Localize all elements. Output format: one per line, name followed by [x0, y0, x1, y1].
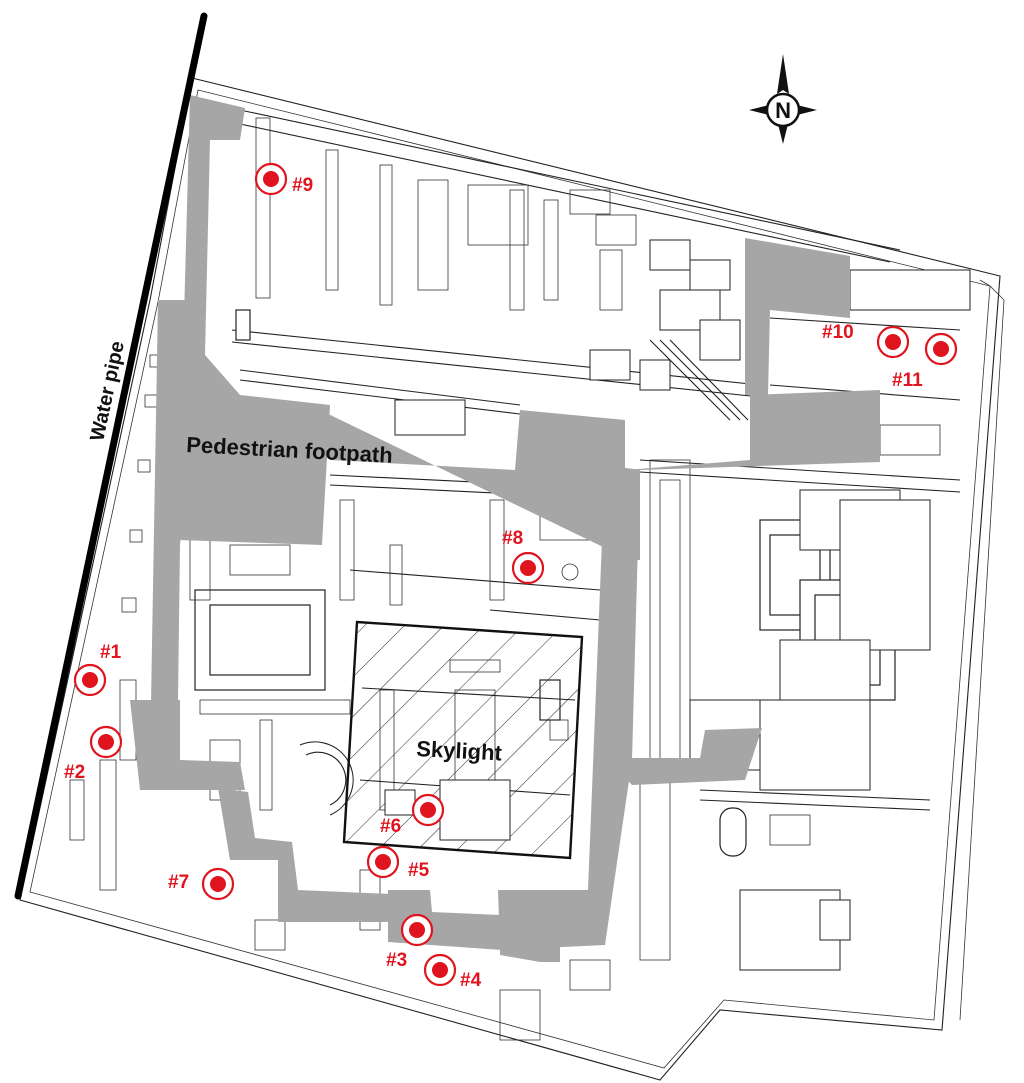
bullseye-marker-icon [423, 953, 457, 987]
marker-label-4: #4 [460, 970, 482, 991]
bullseye-marker-icon [411, 793, 445, 827]
marker-label-7: #7 [168, 872, 189, 893]
water-pipe [14, 12, 208, 900]
marker-label-2: #2 [64, 762, 85, 783]
bullseye-marker-icon [73, 663, 107, 697]
bullseye-marker-icon [201, 867, 235, 901]
bullseye-marker-icon [876, 325, 910, 359]
marker-label-1: #1 [100, 642, 122, 663]
marker-label-5: #5 [408, 860, 430, 881]
marker-label-6: #6 [380, 816, 401, 837]
marker-label-8: #8 [502, 528, 523, 549]
skylight-label: Skylight [416, 736, 503, 765]
site-boundary [19, 77, 1005, 1081]
marker-label-10: #10 [822, 322, 854, 343]
compass-rose-icon: N [749, 54, 817, 144]
marker-label-9: #9 [292, 175, 313, 196]
skylight-area [342, 620, 584, 860]
bullseye-marker-icon [400, 913, 434, 947]
east-block-walls [639, 459, 961, 971]
west-block-walls [69, 354, 611, 1041]
north-block-walls [231, 109, 901, 436]
bullseye-marker-icon [511, 551, 545, 585]
markers-layer: #1 #2 #3 #4 #5 #6 #7 #8 #9 #10 #11 [64, 162, 958, 991]
marker-label-3: #3 [386, 950, 407, 971]
bullseye-marker-icon [254, 162, 288, 196]
marker-label-11: #11 [892, 370, 923, 391]
ne-annex-walls [769, 269, 971, 456]
pedestrian-footpath [130, 95, 880, 962]
bullseye-marker-icon [366, 845, 400, 879]
bullseye-marker-icon [924, 332, 958, 366]
bullseye-marker-icon [89, 725, 123, 759]
north-label: N [775, 98, 791, 123]
